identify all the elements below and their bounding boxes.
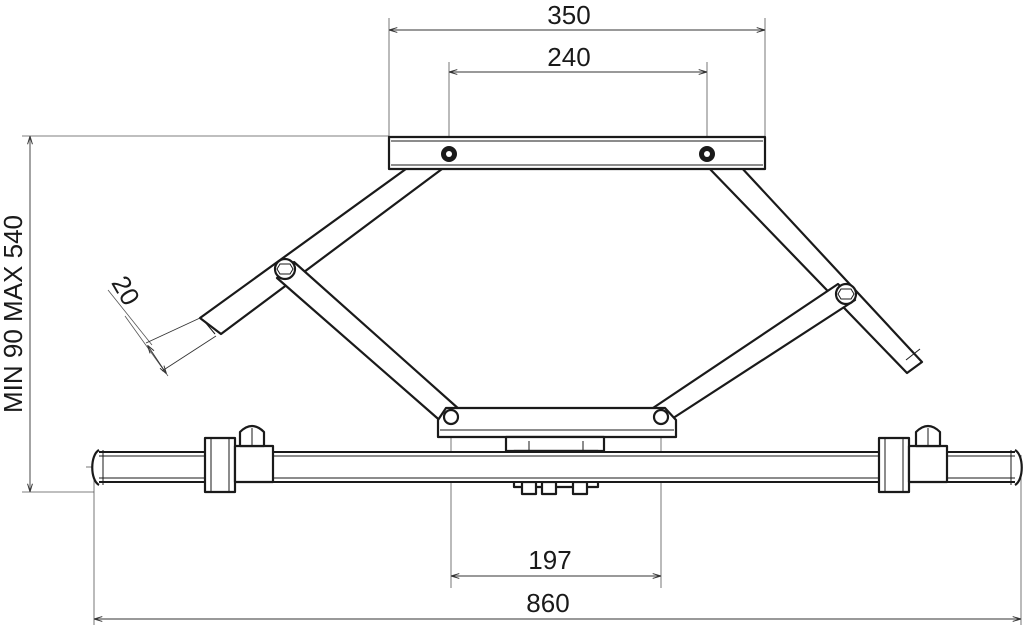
- base-bolt-left-icon: [442, 408, 460, 426]
- wall-plate: [387, 135, 767, 171]
- pivot-bolts: [273, 257, 858, 306]
- pivot-right-icon: [834, 282, 858, 306]
- dim-overall-width: 860: [526, 588, 569, 618]
- arm-lower-right: [648, 282, 857, 426]
- dimension-lines: [30, 30, 1020, 619]
- right-clamp: [877, 424, 949, 494]
- dim-hole-spacing: 240: [547, 42, 590, 72]
- scissor-arms: [198, 164, 924, 426]
- arm-upper-right: [705, 164, 924, 375]
- pivot-left-icon: [273, 257, 297, 281]
- left-clamp: [203, 424, 275, 494]
- dim-base-plate-width: 197: [528, 545, 571, 575]
- dim-height-range: MIN 90 MAX 540: [0, 215, 28, 413]
- dim-arm-width: 20: [106, 270, 146, 310]
- base-bolt-right-icon: [652, 408, 670, 426]
- arm-lower-left: [275, 260, 462, 426]
- dim-top-width: 350: [547, 0, 590, 30]
